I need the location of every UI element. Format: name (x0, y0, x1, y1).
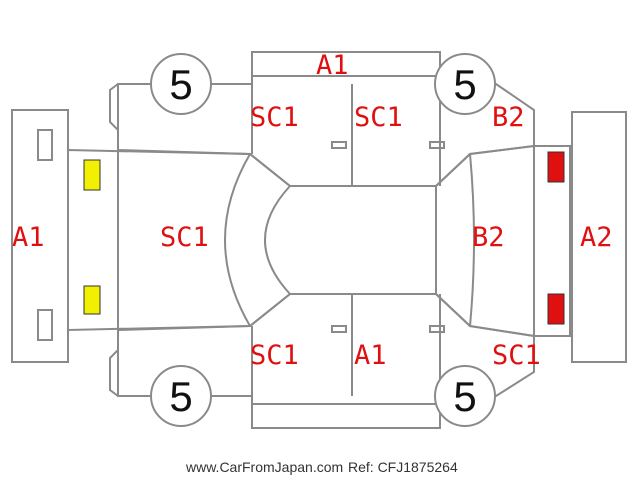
front-light-marker (547, 293, 565, 325)
tire-rear-right: 5 (150, 365, 212, 427)
car-body (67, 51, 571, 429)
footer-site: www.CarFromJapan.com (185, 459, 343, 475)
code-left-rear-corner: B2 (492, 102, 525, 133)
code-rear-bumper: A1 (12, 222, 45, 253)
rear-light-marker (83, 159, 101, 191)
code-front-right-door: SC1 (250, 340, 299, 371)
code-roof-top: A1 (316, 50, 349, 81)
code-rear-right-door: A1 (354, 340, 387, 371)
rear-light-markers (83, 159, 101, 315)
tire-tread-value: 5 (453, 61, 476, 108)
tire-front-left: 5 (434, 53, 496, 115)
code-rear-left-door: SC1 (354, 102, 403, 133)
tire-front-right: 5 (434, 365, 496, 427)
front-bumper (571, 111, 627, 363)
code-hood: SC1 (160, 222, 209, 253)
rear-light-marker (83, 285, 101, 315)
code-front-bumper: A2 (580, 222, 613, 253)
code-right-rear-corner: SC1 (492, 340, 541, 371)
rear-bumper (11, 109, 69, 363)
code-front-left-door: SC1 (250, 102, 299, 133)
front-light-markers (547, 151, 565, 325)
code-tailgate: B2 (472, 222, 505, 253)
tire-tread-value: 5 (169, 373, 192, 420)
tire-tread-value: 5 (169, 61, 192, 108)
tire-rear-left: 5 (150, 53, 212, 115)
tire-tread-value: 5 (453, 373, 476, 420)
front-light-marker (547, 151, 565, 183)
footer-ref: Ref: CFJ1875264 (348, 459, 458, 475)
